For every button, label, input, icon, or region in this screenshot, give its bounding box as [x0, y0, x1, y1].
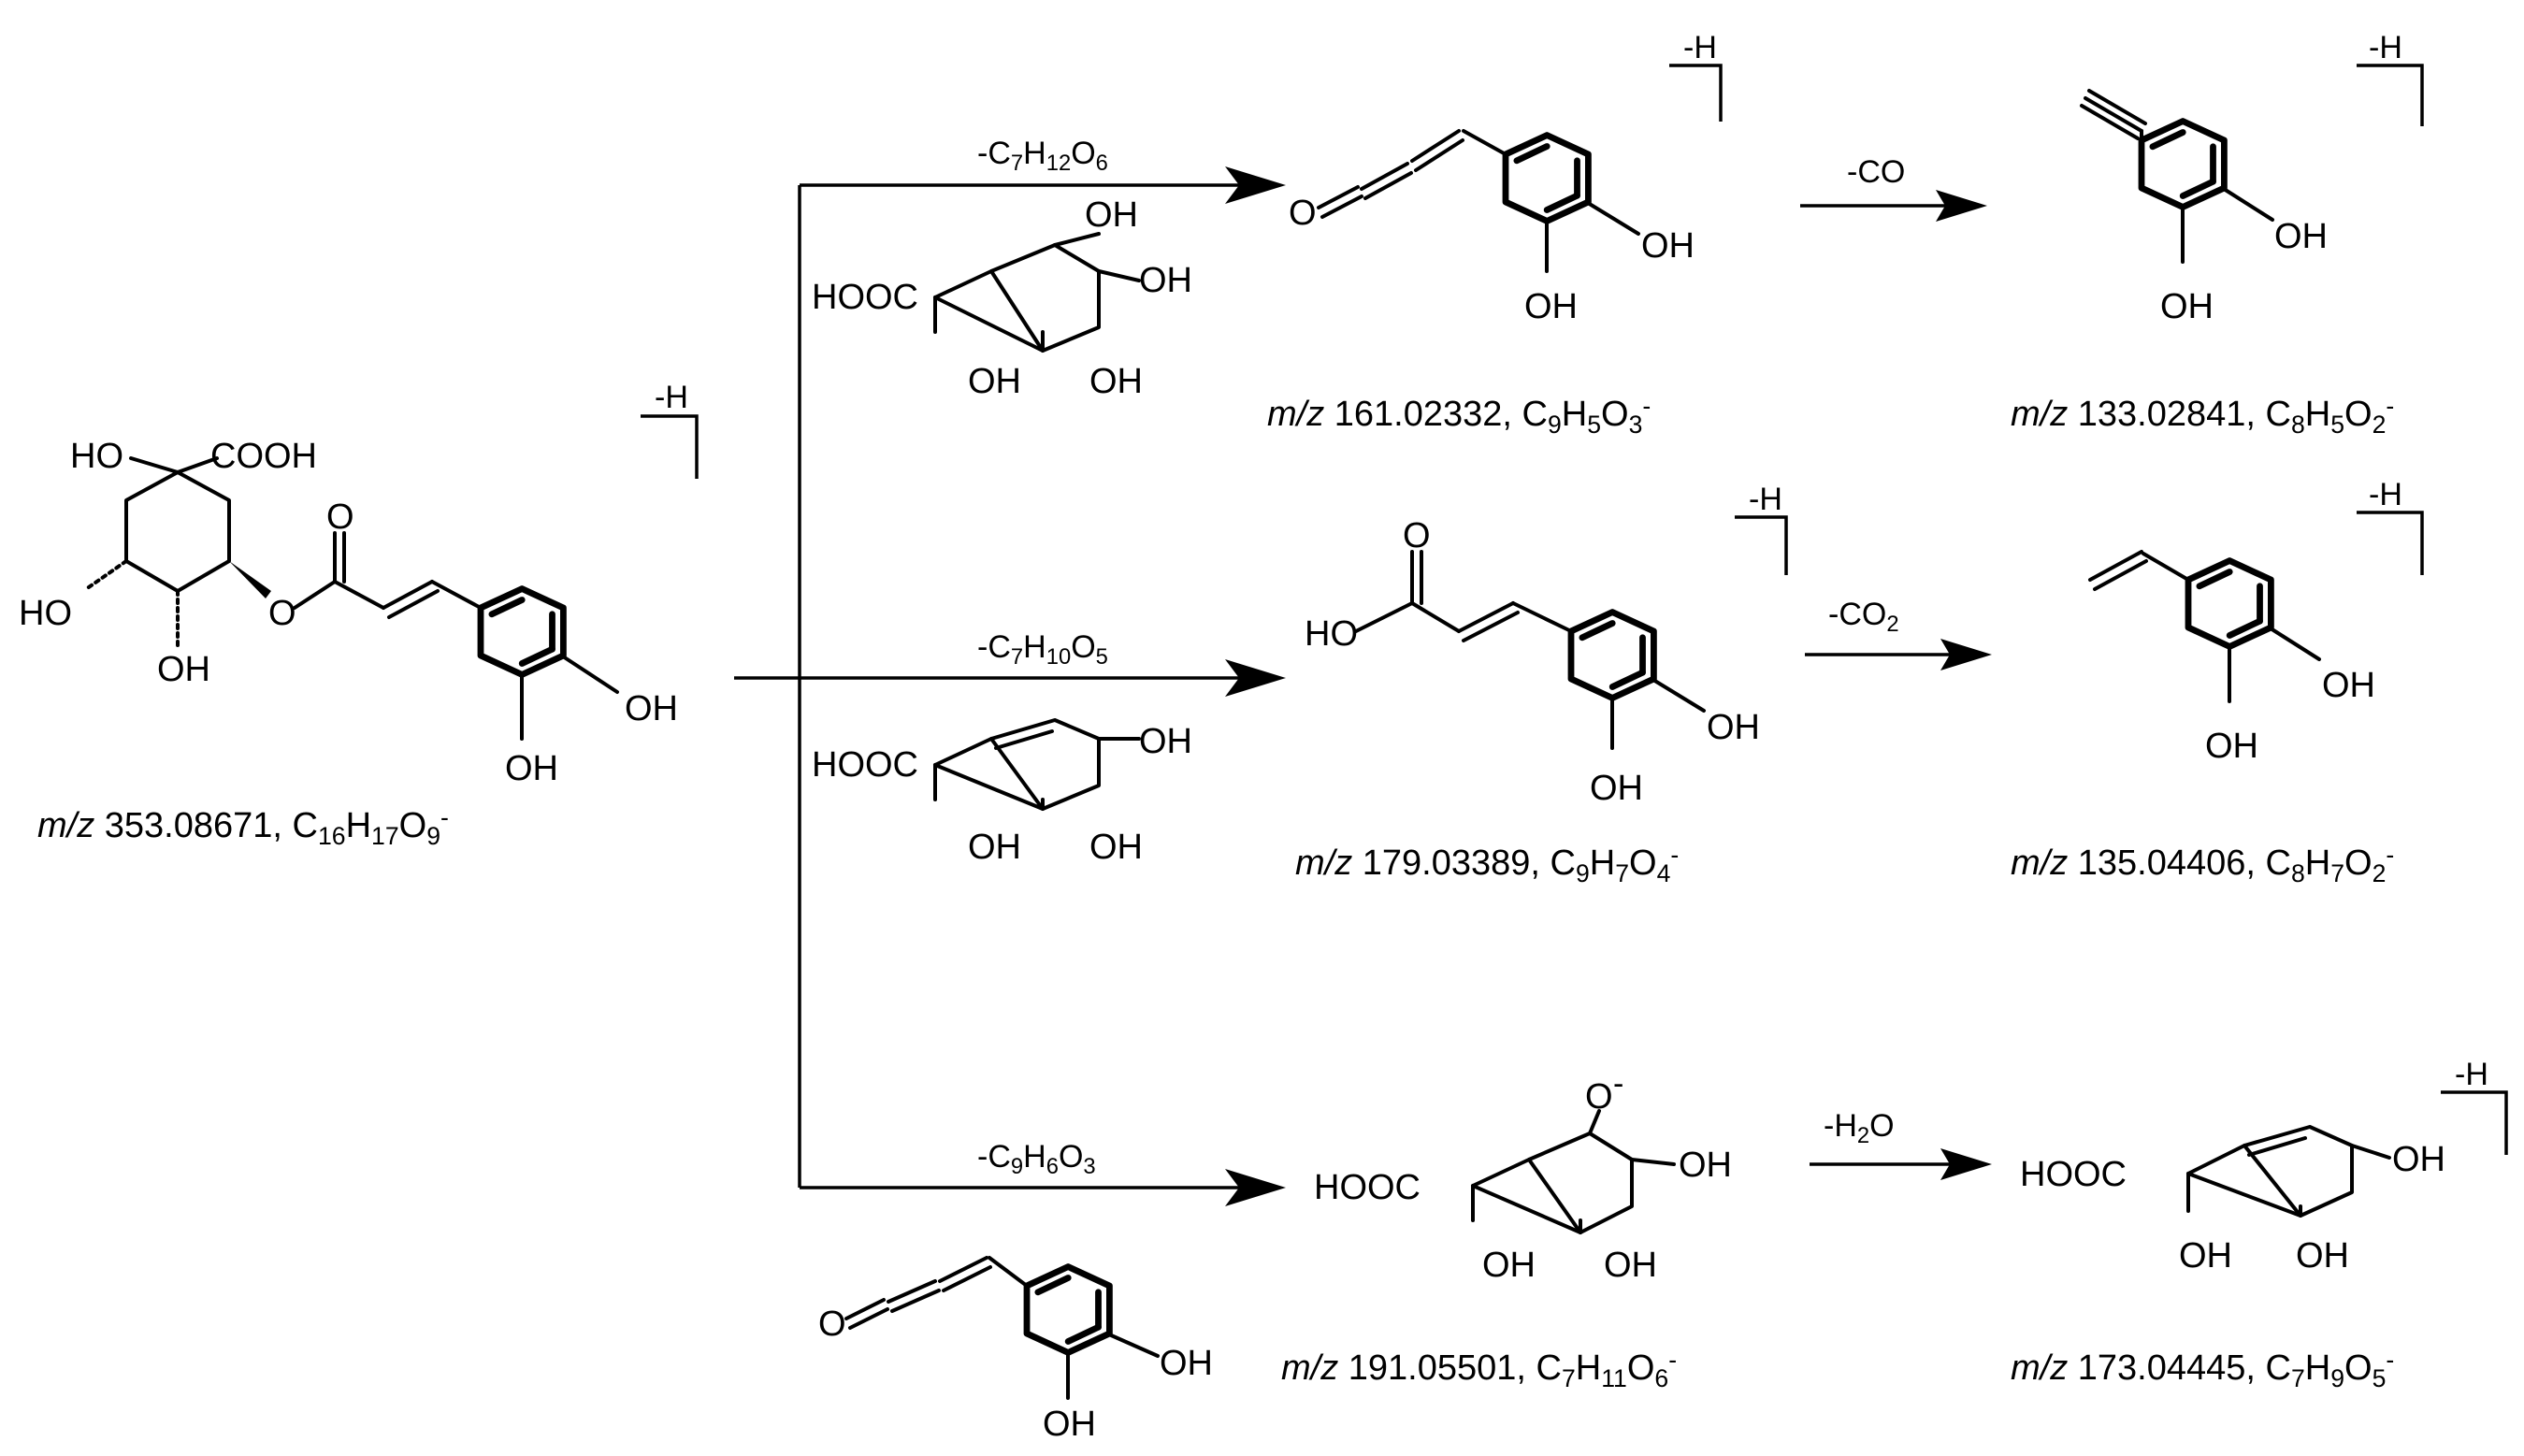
p191-o-charge: - — [1613, 1066, 1623, 1102]
neutral1-hooc: HOOC — [812, 278, 918, 317]
p133-oh-para: OH — [2274, 217, 2328, 256]
p179-oh-meta: OH — [1590, 769, 1643, 808]
loss-label-h2o: -H2O — [1824, 1108, 1895, 1148]
p191-oh-b1: OH — [1482, 1246, 1536, 1285]
neutral3-oh-para: OH — [1160, 1344, 1213, 1383]
product-133: OH OH -H — [2080, 30, 2424, 326]
formula: -C9H6O3 — [977, 1139, 1096, 1179]
formula: -CO2 — [1828, 597, 1899, 637]
arrow-route-3 — [800, 1169, 1286, 1206]
p179-caption: m/z 179.03389, C9H7O4- — [1295, 841, 1679, 887]
neutral1-oh-b1: OH — [968, 362, 1021, 401]
neutral3-oh-meta: OH — [1043, 1405, 1096, 1444]
precursor-charge: -H — [655, 380, 688, 415]
p191-hooc: HOOC — [1314, 1168, 1421, 1207]
neutral-loss-3: O OH OH — [818, 1256, 1213, 1444]
formula: C16H17O9- — [293, 803, 449, 850]
p135-oh-para: OH — [2322, 666, 2375, 705]
p161-o: O — [1289, 194, 1317, 233]
neutral-loss-1: HOOC OH OH OH OH — [812, 195, 1192, 401]
p161-charge: -H — [1683, 30, 1717, 65]
p173-caption: m/z 173.04445, C7H9O5- — [2011, 1346, 2394, 1392]
formula: C9H7O4- — [1550, 841, 1680, 887]
product-191: HOOC O - OH OH OH — [1314, 1066, 1732, 1285]
precursor-structure: HO COOH HO OH O O OH OH -H — [19, 380, 699, 788]
neutral1-oh-top: OH — [1085, 195, 1138, 235]
precursor-cooh: COOH — [210, 437, 317, 476]
neutral2-oh-b1: OH — [968, 828, 1021, 867]
p161-oh-para: OH — [1641, 226, 1695, 266]
p135-charge: -H — [2369, 477, 2402, 512]
arrow-route-2 — [800, 659, 1286, 697]
product-161: O OH OH -H — [1289, 30, 1723, 326]
precursor-ester-o: O — [268, 594, 296, 633]
p161-caption: m/z 161.02332, C9H5O3- — [1267, 392, 1651, 439]
formula: C8H5O2- — [2266, 392, 2395, 439]
loss-label-co: -CO — [1847, 154, 1905, 190]
branch-connector — [734, 185, 801, 1188]
loss-label-route-3: -C9H6O3 — [977, 1139, 1096, 1179]
formula: C7H11O6- — [1536, 1346, 1678, 1392]
precursor-ho-left: HO — [19, 594, 72, 633]
p179-ho: HO — [1305, 614, 1358, 654]
p173-oh-b1: OH — [2179, 1236, 2232, 1276]
formula: -H2O — [1824, 1108, 1895, 1148]
p191-o-anion: O — [1585, 1077, 1613, 1117]
p179-oh-para: OH — [1707, 708, 1760, 747]
formula: C7H9O5- — [2266, 1346, 2395, 1392]
arrow-co2-loss — [1805, 639, 1992, 670]
p173-oh-b2: OH — [2296, 1236, 2349, 1276]
p173-oh-right: OH — [2392, 1140, 2445, 1179]
p173-hooc: HOOC — [2020, 1155, 2127, 1194]
product-179: HO O OH OH -H — [1305, 482, 1788, 808]
neutral1-oh-right: OH — [1139, 261, 1192, 300]
precursor-carbonyl-o: O — [326, 497, 354, 537]
arrow-co-loss — [1800, 190, 1987, 222]
neutral-loss-2: HOOC OH OH OH — [812, 718, 1192, 867]
p179-carbonyl-o: O — [1403, 516, 1431, 555]
precursor-ho-top: HO — [70, 437, 123, 476]
formula: -CO — [1847, 154, 1905, 190]
p161-oh-meta: OH — [1524, 287, 1578, 326]
arrow-route-1 — [800, 166, 1286, 204]
neutral1-oh-b2: OH — [1089, 362, 1143, 401]
neutral2-oh-b2: OH — [1089, 828, 1143, 867]
p133-caption: m/z 133.02841, C8H5O2- — [2011, 392, 2394, 439]
p191-oh-right: OH — [1679, 1146, 1732, 1185]
p179-charge: -H — [1749, 482, 1782, 517]
precursor-oh-bottom: OH — [157, 650, 210, 689]
p133-oh-meta: OH — [2160, 287, 2214, 326]
formula: -C7H12O6 — [977, 136, 1108, 176]
loss-label-co2: -CO2 — [1828, 597, 1899, 637]
neutral2-hooc: HOOC — [812, 745, 918, 785]
product-173: HOOC OH OH OH -H — [2020, 1057, 2508, 1276]
neutral3-o: O — [818, 1305, 846, 1344]
p135-caption: m/z 135.04406, C8H7O2- — [2011, 841, 2394, 887]
formula: -C7H10O5 — [977, 629, 1108, 670]
precursor-oh-para: OH — [625, 689, 678, 728]
formula: C8H7O2- — [2266, 841, 2395, 887]
p191-caption: m/z 191.05501, C7H11O6- — [1281, 1346, 1677, 1392]
product-135: OH OH -H — [2088, 477, 2424, 766]
precursor-caption: m/z 353.08671, C16H17O9- — [37, 803, 449, 850]
formula: C9H5O3- — [1522, 392, 1651, 439]
arrow-h2o-loss — [1810, 1148, 1992, 1180]
neutral2-oh-right: OH — [1139, 722, 1192, 761]
p173-charge: -H — [2455, 1057, 2488, 1092]
p133-charge: -H — [2369, 30, 2402, 65]
p135-oh-meta: OH — [2205, 727, 2258, 766]
precursor-oh-meta: OH — [505, 749, 558, 788]
loss-label-route-1: -C7H12O6 — [977, 136, 1108, 176]
p191-oh-b2: OH — [1604, 1246, 1657, 1285]
loss-label-route-2: -C7H10O5 — [977, 629, 1108, 670]
